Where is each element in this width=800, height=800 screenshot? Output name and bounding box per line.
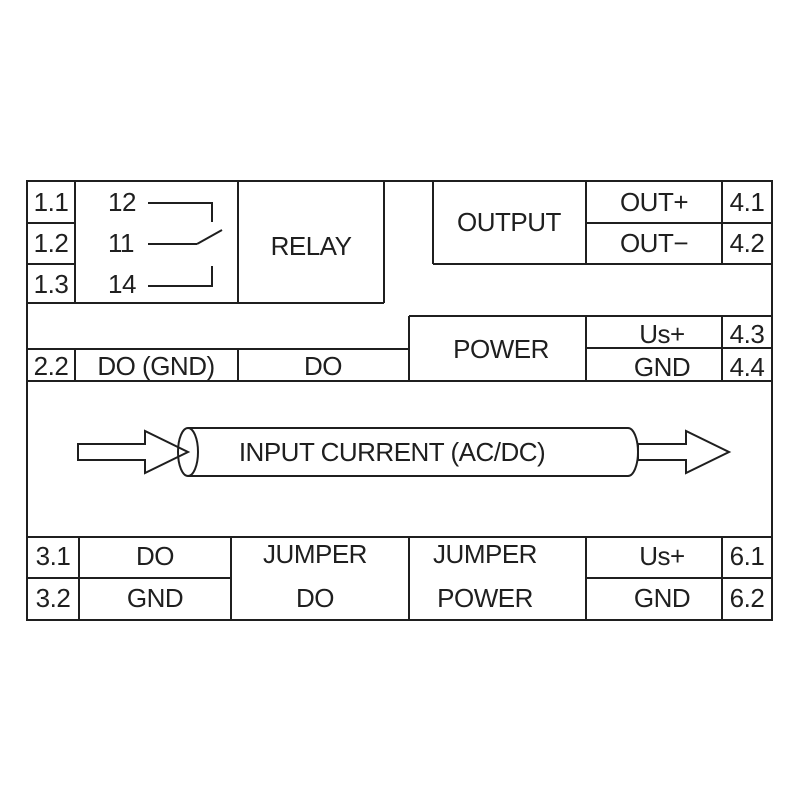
terminal-1-1: 1.1 <box>34 187 69 217</box>
do-label: DO <box>304 351 342 381</box>
jumper-do-line2: DO <box>296 583 334 613</box>
terminal-4-2: 4.2 <box>730 228 765 258</box>
do-gnd-label: DO (GND) <box>97 351 214 381</box>
outer-frame <box>26 180 773 621</box>
relay-label: RELAY <box>271 231 352 261</box>
terminal-4-1: 4.1 <box>730 187 765 217</box>
input-conductor-cylinder <box>177 427 639 477</box>
terminal-3-2: 3.2 <box>36 583 71 613</box>
contact-12: 12 <box>108 187 136 217</box>
power-label: POWER <box>453 334 549 364</box>
terminal-6-2: 6.2 <box>730 583 765 613</box>
out-minus-label: OUT− <box>620 228 688 258</box>
terminal-1-3: 1.3 <box>34 269 69 299</box>
terminal-2-2: 2.2 <box>34 351 69 381</box>
terminal-4-3: 4.3 <box>730 319 765 349</box>
input-current-label: INPUT CURRENT (AC/DC) <box>239 437 545 467</box>
jumper-do-line1: JUMPER <box>263 539 367 569</box>
output-label: OUTPUT <box>457 207 562 237</box>
terminal-6-1: 6.1 <box>730 541 765 571</box>
gnd-label: GND <box>634 352 690 382</box>
relay-contact-symbol <box>148 202 223 287</box>
jumper-power-line2: POWER <box>437 583 533 613</box>
terminal-3-1: 3.1 <box>36 541 71 571</box>
contact-11: 11 <box>108 228 134 258</box>
input-arrow-out <box>637 429 732 475</box>
out-plus-label: OUT+ <box>620 187 688 217</box>
terminal-4-4: 4.4 <box>730 352 765 382</box>
us-plus-label: Us+ <box>639 319 684 349</box>
bottom-do-label: DO <box>136 541 174 571</box>
bottom-gnd-label: GND <box>127 583 183 613</box>
bottom-us-plus-label: Us+ <box>639 541 684 571</box>
jumper-power-line1: JUMPER <box>433 539 537 569</box>
bottom-gnd-right-label: GND <box>634 583 690 613</box>
input-arrow-in <box>77 429 191 475</box>
contact-14: 14 <box>108 269 136 299</box>
terminal-1-2: 1.2 <box>34 228 69 258</box>
